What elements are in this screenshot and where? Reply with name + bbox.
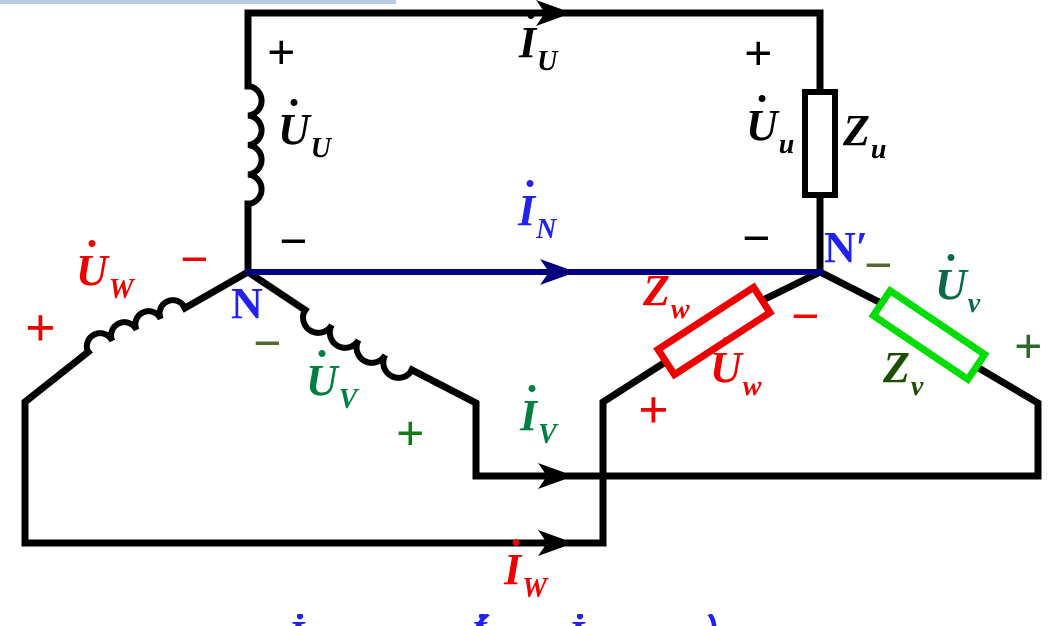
minus-sign-load-w: −: [791, 288, 820, 344]
label-voltage-source-u: UU: [278, 99, 331, 163]
phasor-dot: [758, 95, 766, 102]
label-voltage-load-w: Uw: [710, 337, 761, 401]
clipped-caption-strip: İ （ İ İ ）: [0, 614, 1052, 626]
plus-sign-load-w: +: [638, 380, 669, 440]
label-impedance-zv: Zv: [883, 343, 924, 402]
v-phase-wire: [243, 267, 1042, 480]
label-impedance-zu: Zu: [843, 106, 887, 165]
phasor-dot: [527, 12, 535, 19]
phasor-dot: [88, 240, 96, 247]
in-current-arrow: [540, 259, 576, 285]
caption-fragment: İ: [470, 616, 486, 626]
w-phase-wire: [21, 267, 825, 547]
plus-sign-load-v: +: [1014, 318, 1043, 374]
minus-sign-source-v: −: [253, 315, 282, 371]
caption-fragment: İ: [288, 616, 304, 626]
minus-sign-load-u: −: [742, 210, 771, 266]
phasor-dot: [528, 385, 536, 392]
minus-sign-source-u: −: [279, 213, 308, 269]
label-node-n-prime: N′: [824, 223, 869, 272]
zu-resistor-body: [802, 89, 838, 198]
phasor-dot: [526, 180, 534, 187]
label-current-iv: IV: [520, 385, 557, 449]
label-voltage-source-w: UW: [76, 240, 134, 304]
phasor-dot: [512, 539, 520, 546]
plus-sign-load-u: +: [744, 25, 773, 81]
plus-sign-source-v: +: [396, 405, 425, 461]
phasor-dot: [947, 254, 955, 261]
phasor-dot: [722, 337, 730, 344]
label-current-iw: IW: [504, 539, 547, 603]
iv-current-arrow: [538, 463, 574, 489]
zw-resistor-body: [653, 282, 775, 380]
plus-sign-source-w: +: [25, 298, 56, 358]
minus-sign-load-v: −: [864, 237, 893, 293]
u-phase-wire: [244, 9, 824, 276]
label-voltage-source-v: UV: [306, 350, 357, 414]
label-voltage-load-u: Uu: [746, 95, 794, 159]
label-impedance-zw: Zw: [643, 266, 690, 325]
minus-sign-source-w: −: [180, 231, 209, 287]
iw-current-arrow: [538, 530, 574, 556]
w-source-winding-coil: [83, 297, 188, 355]
plus-sign-source-u: +: [267, 24, 296, 80]
caption-fragment: İ: [568, 616, 584, 626]
v-source-winding-coil: [300, 307, 415, 381]
label-node-n: N: [231, 279, 263, 328]
u-source-winding-coil: [245, 83, 265, 207]
label-voltage-load-v: Uv: [935, 254, 980, 318]
slide-top-divider: [0, 0, 396, 4]
caption-fragment: ）: [698, 616, 740, 626]
caption-fragment: （: [440, 616, 482, 626]
phasor-dot: [290, 99, 298, 106]
phasor-dot: [318, 350, 326, 357]
iu-current-arrow: [536, 0, 572, 26]
label-current-in: IN: [518, 180, 556, 244]
label-current-iu: IU: [519, 12, 557, 76]
zv-resistor-body: [868, 285, 990, 385]
